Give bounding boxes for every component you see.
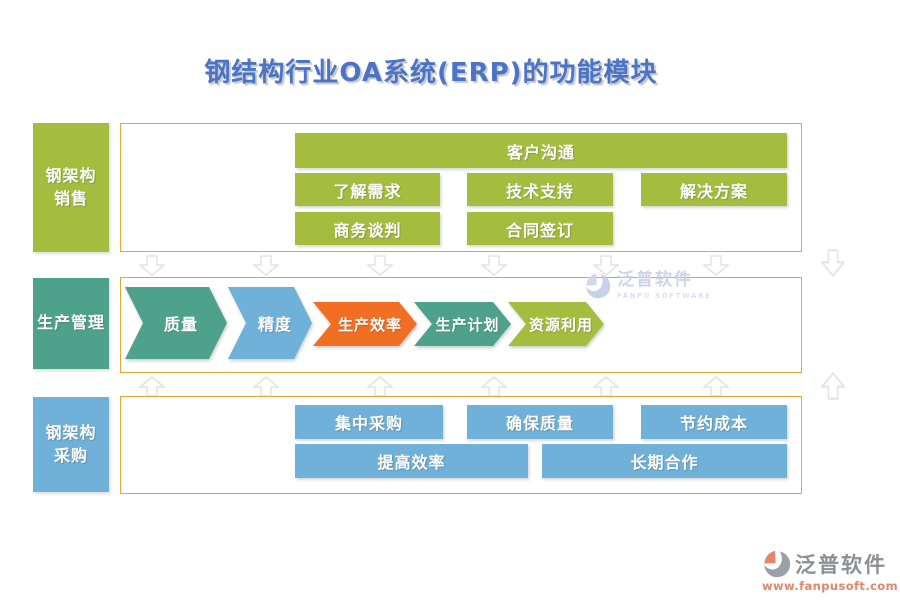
sales-item-solution: 解决方案 [641,173,787,206]
up-arrow-icon [821,372,845,400]
watermark: 泛普软件 FANPU SOFTWARE [584,271,711,301]
watermark-name: 泛普软件 [617,270,693,290]
production-step-quality: 质量 [125,287,227,359]
procurement-item-cost: 节约成本 [641,405,787,439]
footer-brand: 泛普软件 www.fanpusoft.com [762,549,898,593]
row-label-procurement: 钢架构 采购 [33,397,109,492]
down-arrow-icon [703,255,729,276]
production-step-precision: 精度 [228,287,312,359]
fanpu-logo-icon [764,550,791,578]
down-arrow-icon [253,255,279,276]
up-arrow-icon [253,376,279,397]
sales-item-needs: 了解需求 [295,173,440,206]
production-step-resource: 资源利用 [508,302,604,346]
page-title: 钢结构行业OA系统(ERP)的功能模块 [204,58,658,88]
fanpu-logo-icon [586,273,611,299]
row-label-procurement-line2: 采购 [53,445,88,465]
procurement-item-centralized: 集中采购 [295,405,443,439]
down-arrow-icon [821,249,845,277]
sales-item-communication: 客户沟通 [295,133,787,168]
down-arrow-icon [593,255,619,276]
sales-item-contract: 合同签订 [467,212,613,245]
up-arrow-icon [593,376,619,397]
down-arrow-icon [481,255,507,276]
procurement-item-quality: 确保质量 [467,405,613,439]
production-step-plan: 生产计划 [414,302,511,346]
row-label-sales: 钢架构 销售 [33,123,109,252]
watermark-subtitle: FANPU SOFTWARE [617,291,712,300]
row-label-sales-line1: 钢架构 [45,166,97,186]
sales-item-support: 技术支持 [467,173,613,206]
up-arrow-icon [481,376,507,397]
row-label-sales-line2: 销售 [53,188,88,208]
up-arrow-icon [139,376,165,397]
row-label-procurement-line1: 钢架构 [45,423,97,443]
row-label-production-line1: 生产管理 [36,313,105,333]
up-arrow-icon [367,376,393,397]
up-arrow-icon [703,376,729,397]
procurement-item-cooperation: 长期合作 [542,444,787,478]
footer-brand-url: www.fanpusoft.com [762,579,898,593]
down-arrow-icon [139,255,165,276]
production-step-efficiency: 生产效率 [313,302,417,346]
sales-item-negotiation: 商务谈判 [295,212,440,245]
down-arrow-icon [367,255,393,276]
procurement-item-efficiency: 提高效率 [295,444,528,478]
footer-brand-name: 泛普软件 [795,553,887,577]
row-label-production: 生产管理 [33,278,109,369]
